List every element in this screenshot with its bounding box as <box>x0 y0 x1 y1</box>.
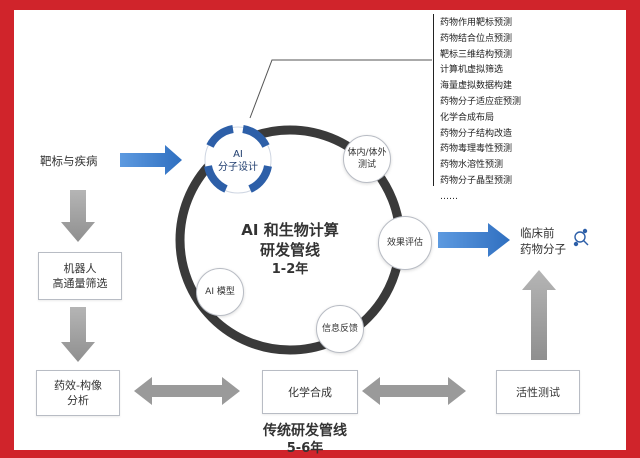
ai-title-line2: 研发管线 <box>259 241 320 259</box>
ai-design-label: AI 分子设计 <box>210 148 266 174</box>
ai-duration: 1-2年 <box>271 262 309 277</box>
traditional-duration: 5-6年 <box>286 441 324 456</box>
activity-text: 活性测试 <box>516 385 560 399</box>
capability-item: 药物分子结构改造 <box>440 128 513 139</box>
efficacy-conformation-box: 药效-构像 分析 <box>36 370 120 416</box>
output-line1: 临床前 <box>520 226 555 240</box>
feedback-text: 信息反馈 <box>321 324 358 334</box>
activity-test-box: 活性测试 <box>496 370 580 414</box>
arrow-target-to-ai <box>120 145 182 175</box>
molecule-search-icon <box>573 228 589 247</box>
ai-pipeline-title: AI 和生物计算 研发管线 1-2年 <box>225 220 355 280</box>
ai-model-node: AI 模型 <box>196 268 244 316</box>
traditional-title: 传统研发管线 <box>263 423 347 439</box>
arrow-target-to-robot <box>61 190 95 242</box>
invivo-line1: 体内/体外 <box>347 148 387 158</box>
capability-item: 靶标三维结构预测 <box>440 49 513 60</box>
arrow-eval-to-output <box>438 223 510 257</box>
capability-item: 药物作用靶标预测 <box>440 18 513 28</box>
capability-item: 药物结合位点预测 <box>440 33 513 44</box>
capability-item: 化学合成布局 <box>440 112 495 123</box>
ai-design-line1: AI <box>233 149 243 160</box>
robot-line2: 高通量筛选 <box>52 277 108 290</box>
arrow-chemistry-activity <box>362 377 466 405</box>
ai-design-badge <box>204 125 272 194</box>
callout-line <box>249 59 432 119</box>
capability-list-bracket <box>433 14 434 186</box>
evaluation-text: 效果评估 <box>386 238 423 248</box>
capability-item: 药物分子适应症预测 <box>440 96 522 107</box>
robot-line1: 机器人 <box>63 262 97 275</box>
capability-item: …… <box>440 191 458 202</box>
invivo-test-node: 体内/体外 测试 <box>343 135 391 183</box>
preclinical-output: 临床前 药物分子 <box>520 225 566 257</box>
chemistry-text: 化学合成 <box>288 385 332 399</box>
traditional-pipeline-title: 传统研发管线 5-6年 <box>235 422 375 458</box>
target-disease-label: 靶标与疾病 <box>40 154 98 168</box>
output-line2: 药物分子 <box>520 242 566 256</box>
efficacy-line1: 药效-构像 <box>54 379 102 392</box>
ai-model-text: AI 模型 <box>205 287 235 297</box>
robot-screening-box: 机器人 高通量筛选 <box>38 252 122 300</box>
capability-item: 药物水溶性预测 <box>440 160 504 171</box>
capability-item: 计算机虚拟筛选 <box>440 65 504 76</box>
feedback-node: 信息反馈 <box>316 305 364 353</box>
ai-design-line2: 分子设计 <box>218 162 258 173</box>
efficacy-line2: 分析 <box>67 394 89 407</box>
invivo-line2: 测试 <box>357 160 376 170</box>
capability-item: 海量虚拟数据构建 <box>440 81 513 92</box>
capability-item: 药物分子晶型预测 <box>440 175 513 186</box>
diagram-graphics <box>61 59 589 405</box>
arrow-efficacy-chemistry <box>134 377 240 405</box>
ai-title-line1: AI 和生物计算 <box>241 221 339 239</box>
evaluation-node: 效果评估 <box>378 216 432 270</box>
chemistry-synthesis-box: 化学合成 <box>262 370 358 414</box>
arrow-activity-to-output <box>522 270 556 360</box>
capability-list: 药物作用靶标预测药物结合位点预测靶标三维结构预测计算机虚拟筛选海量虚拟数据构建药… <box>440 16 521 206</box>
capability-item: 药物毒理毒性预测 <box>440 144 513 155</box>
arrow-robot-to-efficacy <box>61 307 95 362</box>
